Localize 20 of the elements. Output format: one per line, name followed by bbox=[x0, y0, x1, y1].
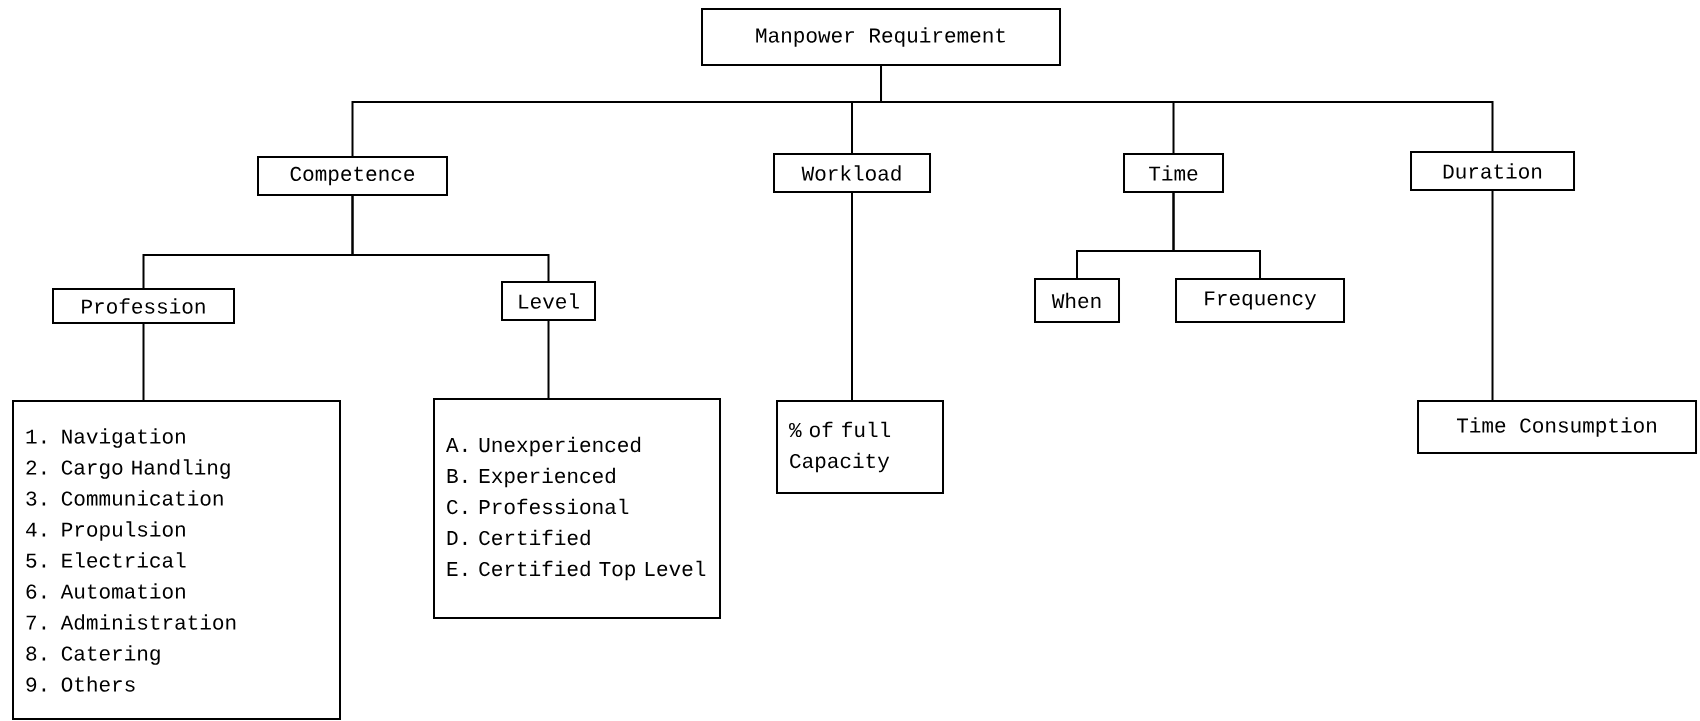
box: Duration bbox=[1410, 151, 1575, 191]
box: Time bbox=[1123, 153, 1224, 193]
box: Workload bbox=[773, 153, 931, 193]
connector bbox=[142, 323, 145, 401]
box: Manpower Requirement bbox=[701, 8, 1061, 66]
connector bbox=[547, 320, 550, 399]
box: Profession bbox=[52, 288, 235, 324]
box: When bbox=[1034, 278, 1120, 323]
connector bbox=[880, 65, 1494, 152]
list-box: % of full Capacity bbox=[776, 400, 944, 494]
box: Frequency bbox=[1175, 278, 1345, 323]
connector bbox=[1491, 190, 1494, 401]
box: Level bbox=[501, 281, 596, 321]
connector bbox=[1172, 192, 1261, 279]
connector bbox=[351, 195, 550, 282]
box: Competence bbox=[257, 156, 448, 196]
list-box: A. Unexperienced B. Experienced C. Professional D. Certified E. Certified Top Level bbox=[433, 398, 721, 619]
connector bbox=[851, 192, 853, 401]
list-box: 1. Navigation 2. Cargo Handling 3. Communication 4. Propulsion 5. Electrical 6. Automation 7. Administration 8. Catering 9. Others bbox=[12, 400, 341, 720]
box: Time Consumption bbox=[1417, 400, 1697, 454]
